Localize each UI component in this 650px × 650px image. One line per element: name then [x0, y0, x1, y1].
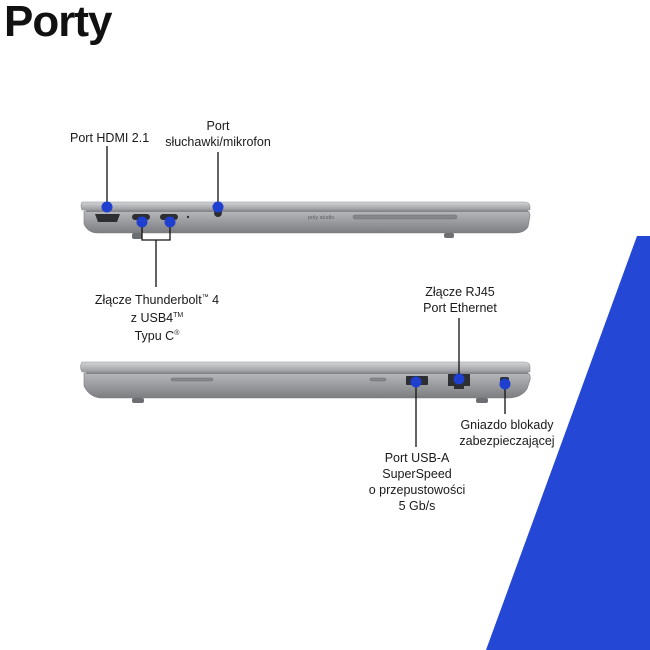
marker-thunderbolt-2: [164, 216, 176, 228]
label-thunderbolt: Złącze Thunderbolt™ 4 z USB4TM Typu C®: [94, 293, 220, 343]
marker-thunderbolt-1: [136, 216, 148, 228]
laptop-left-side: [80, 201, 531, 239]
port-markers: [101, 201, 511, 390]
marker-lock: [499, 378, 511, 390]
page-title: Porty: [4, 0, 112, 46]
callout-lines: [106, 146, 506, 447]
brand-logo: poly studio: [308, 215, 334, 221]
label-lock: Gniazdo blokady zabezpieczającej: [459, 418, 555, 448]
marker-headphone: [212, 201, 224, 213]
label-usba: Port USB-A SuperSpeed o przepustowości 5…: [368, 451, 466, 513]
accent-triangle: [486, 236, 650, 650]
marker-rj45: [453, 373, 465, 385]
label-hdmi: Port HDMI 2.1: [70, 131, 150, 145]
marker-hdmi: [101, 201, 113, 213]
marker-usba: [410, 376, 422, 388]
label-rj45: Złącze RJ45 Port Ethernet: [423, 285, 497, 315]
label-headphone: Port słuchawki/mikrofon: [165, 119, 271, 149]
